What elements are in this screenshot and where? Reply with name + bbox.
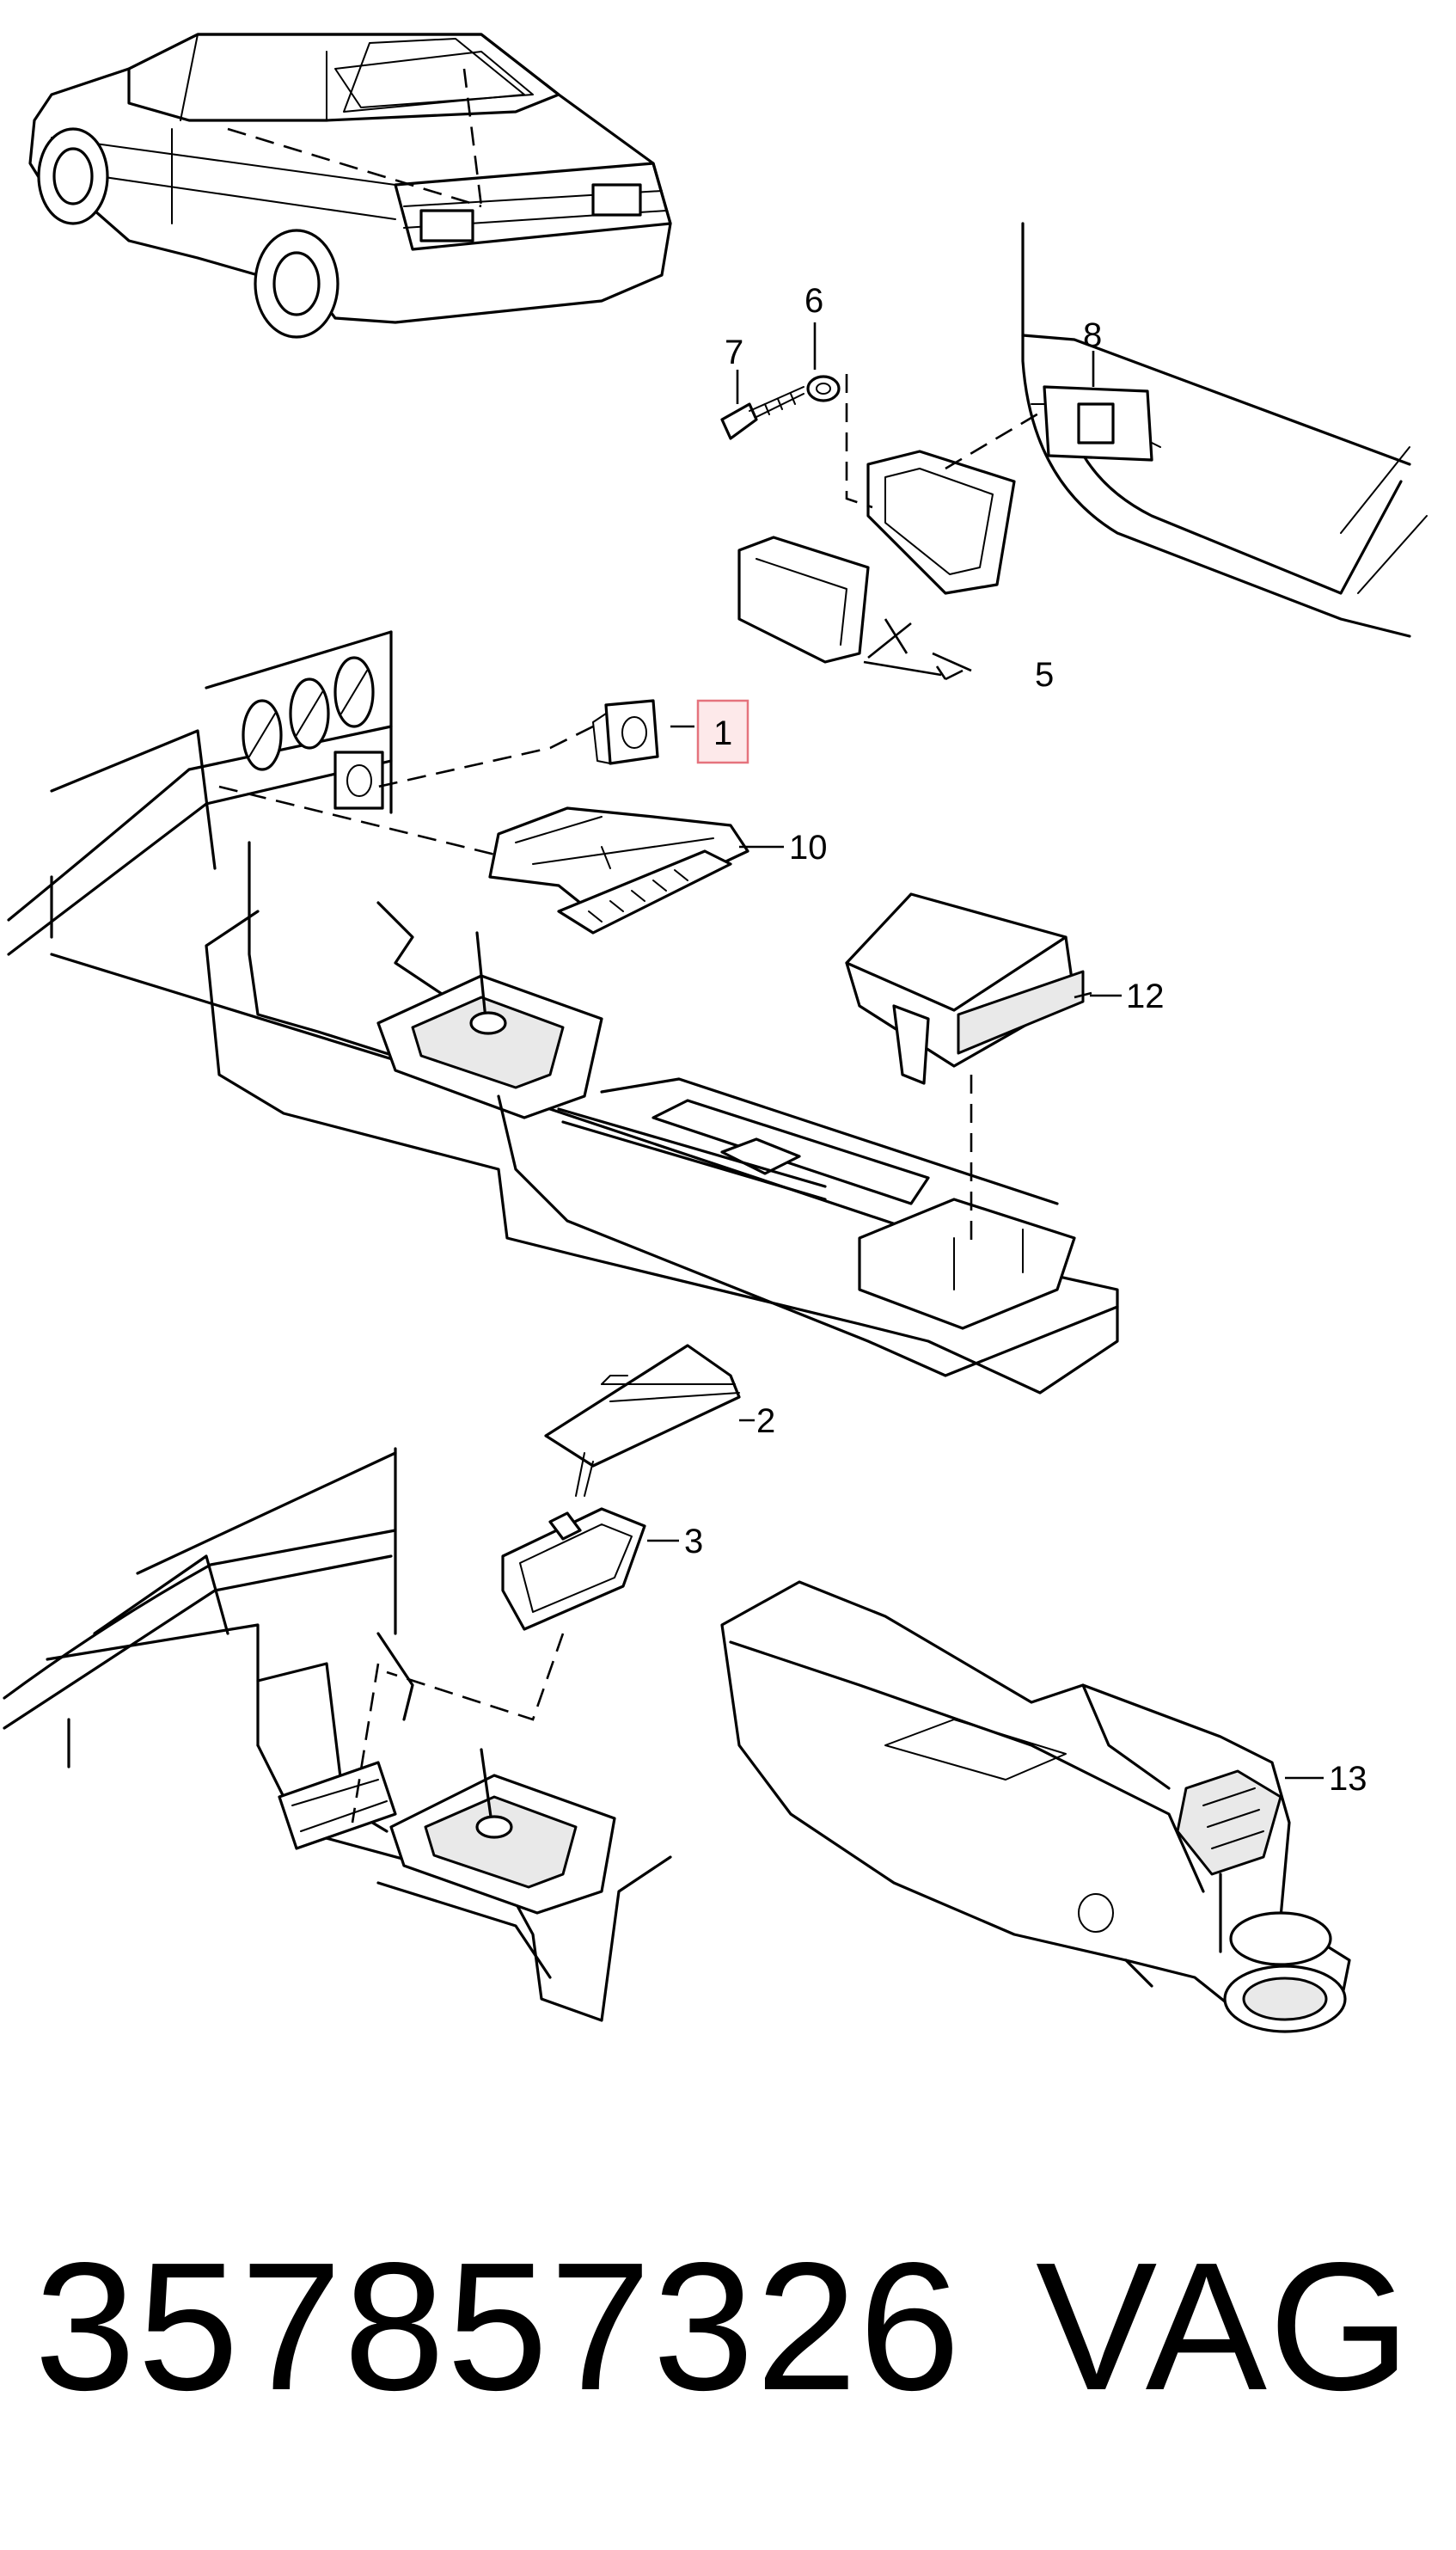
item-12-ashtray <box>845 892 1085 1085</box>
callout-6[interactable]: 6 <box>804 282 823 320</box>
assembly-dashed-line <box>377 725 594 788</box>
item-3-ashtray-insert <box>501 1507 646 1631</box>
assembly-dashed-line <box>351 1663 380 1824</box>
callout-2[interactable]: 2 <box>756 1402 775 1440</box>
brand-name: VAG <box>1036 2224 1412 2428</box>
callout-3[interactable]: 3 <box>684 1523 703 1560</box>
callout-1[interactable]: 1 <box>713 714 732 752</box>
rear-ashtray-assembly <box>720 222 1428 681</box>
car-illustration <box>28 33 672 339</box>
part-number: 357857326 <box>34 2224 963 2428</box>
callout-leaders <box>647 322 1324 1780</box>
callout-12[interactable]: 12 <box>1126 978 1165 1015</box>
assembly-dashed-line <box>386 1633 565 1721</box>
item-1-switch <box>592 699 659 765</box>
assembly-dashed-line <box>218 785 499 857</box>
item-2-lid <box>544 1344 741 1497</box>
item-13-armrest-console <box>720 1580 1351 2033</box>
callout-1-highlight-box <box>696 699 749 764</box>
callout-5[interactable]: 5 <box>1035 656 1054 694</box>
callout-7[interactable]: 7 <box>725 334 743 371</box>
callout-10[interactable]: 10 <box>789 829 828 867</box>
callout-8[interactable]: 8 <box>1083 316 1102 354</box>
callout-13[interactable]: 13 <box>1329 1760 1367 1798</box>
item-10-bracket <box>488 806 749 935</box>
center-console-lower <box>3 1447 672 2022</box>
center-console-upper <box>7 630 1119 1395</box>
